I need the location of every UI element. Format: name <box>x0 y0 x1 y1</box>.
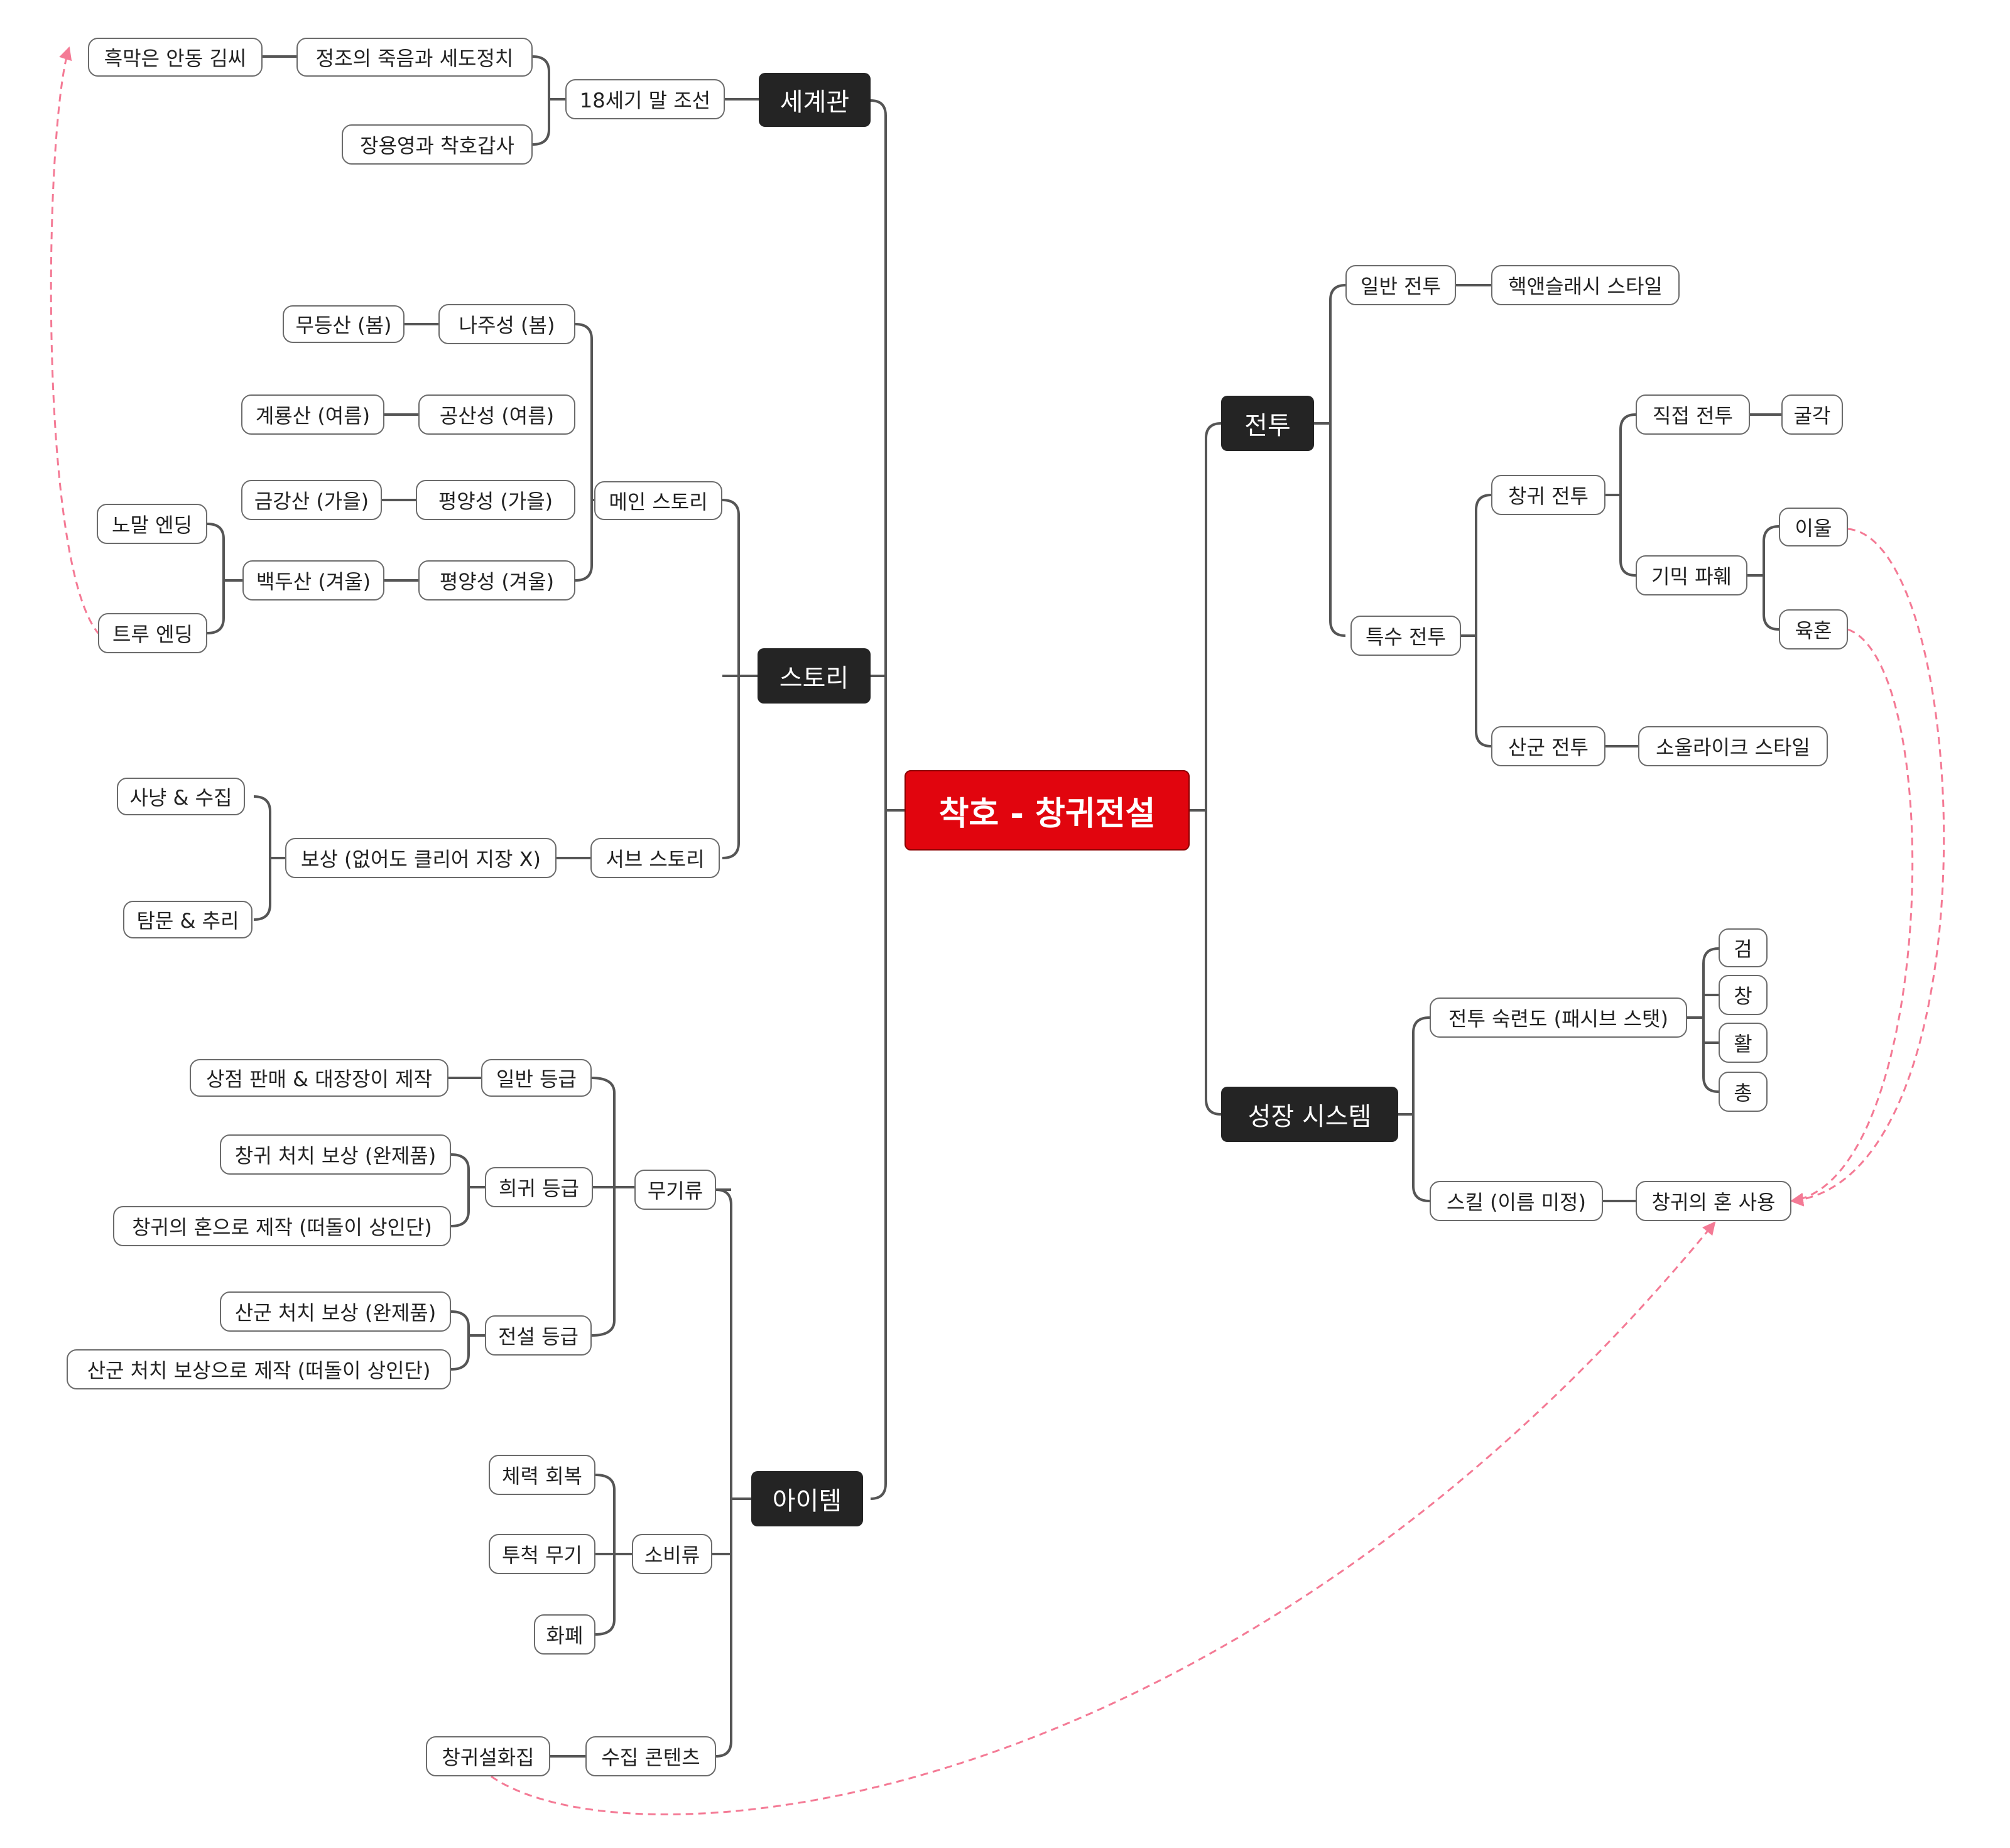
node-sangun-combat[interactable]: 산군 전투 <box>1491 726 1605 766</box>
node-currency[interactable]: 화폐 <box>534 1614 595 1655</box>
node-main-story[interactable]: 메인 스토리 <box>594 481 722 520</box>
node-sub-story[interactable]: 서브 스토리 <box>590 838 720 878</box>
topic-items[interactable]: 아이템 <box>751 1471 863 1526</box>
node-legend-book[interactable]: 창귀설화집 <box>426 1736 550 1776</box>
node-normal-source[interactable]: 상점 판매 & 대장장이 제작 <box>190 1059 448 1097</box>
node-reward[interactable]: 보상 (없어도 클리어 지장 X) <box>285 838 557 878</box>
node-consumables[interactable]: 소비류 <box>632 1534 712 1574</box>
node-winter-mountain[interactable]: 백두산 (겨울) <box>242 560 384 601</box>
node-politics[interactable]: 정조의 죽음과 세도정치 <box>296 38 533 77</box>
node-gulgak[interactable]: 굴각 <box>1781 394 1843 435</box>
node-autumn-mountain[interactable]: 금강산 (가을) <box>241 480 382 520</box>
node-mastermind[interactable]: 흑막은 안동 김씨 <box>88 38 263 77</box>
node-changgwi-combat[interactable]: 창귀 전투 <box>1491 475 1605 515</box>
topic-story[interactable]: 스토리 <box>758 648 871 704</box>
node-yukhon[interactable]: 육혼 <box>1779 609 1848 650</box>
node-iul[interactable]: 이울 <box>1779 508 1848 546</box>
node-legend-source-2[interactable]: 산군 처치 보상으로 제작 (떠돌이 상인단) <box>67 1349 451 1389</box>
node-hero-unit[interactable]: 장용영과 착호갑사 <box>342 124 533 165</box>
topic-worldview[interactable]: 세계관 <box>759 73 871 127</box>
node-gimmick[interactable]: 기믹 파훼 <box>1636 555 1747 595</box>
node-throw-weapon[interactable]: 투척 무기 <box>489 1534 595 1574</box>
node-spring-fort[interactable]: 나주성 (봄) <box>438 304 575 344</box>
root-topic[interactable]: 착호 - 창귀전설 <box>905 770 1190 851</box>
node-bow[interactable]: 활 <box>1719 1023 1768 1063</box>
node-legend-grade[interactable]: 전설 등급 <box>485 1315 592 1356</box>
node-special-combat[interactable]: 특수 전투 <box>1350 616 1461 656</box>
node-normal-ending[interactable]: 노말 엔딩 <box>97 504 207 544</box>
node-rare-grade[interactable]: 희귀 등급 <box>485 1167 593 1207</box>
node-heal[interactable]: 체력 회복 <box>489 1455 595 1495</box>
node-general-combat[interactable]: 일반 전투 <box>1345 265 1456 305</box>
node-direct-combat[interactable]: 직접 전투 <box>1636 394 1750 435</box>
node-spear[interactable]: 창 <box>1719 975 1768 1015</box>
node-soul-usage[interactable]: 창귀의 혼 사용 <box>1636 1181 1791 1221</box>
node-collection[interactable]: 수집 콘텐츠 <box>585 1736 716 1776</box>
node-normal-grade[interactable]: 일반 등급 <box>481 1059 592 1097</box>
topic-combat[interactable]: 전투 <box>1221 396 1314 451</box>
node-era[interactable]: 18세기 말 조선 <box>565 79 725 119</box>
node-combat-mastery[interactable]: 전투 숙련도 (패시브 스탯) <box>1430 997 1687 1038</box>
node-skill[interactable]: 스킬 (이름 미정) <box>1430 1181 1603 1221</box>
node-spring-mountain[interactable]: 무등산 (봄) <box>283 305 405 343</box>
node-soulslike[interactable]: 소울라이크 스타일 <box>1638 726 1828 766</box>
node-winter-fort[interactable]: 평양성 (겨울) <box>418 560 575 601</box>
node-hack-and-slash[interactable]: 핵앤슬래시 스타일 <box>1491 265 1680 305</box>
node-summer-fort[interactable]: 공산성 (여름) <box>418 394 575 435</box>
node-legend-source-1[interactable]: 산군 처치 보상 (완제품) <box>220 1291 451 1332</box>
node-weapons[interactable]: 무기류 <box>634 1170 716 1210</box>
node-gun[interactable]: 총 <box>1719 1072 1768 1112</box>
node-hunting[interactable]: 사냥 & 수집 <box>117 778 245 815</box>
node-sword[interactable]: 검 <box>1719 928 1768 967</box>
topic-growth-system[interactable]: 성장 시스템 <box>1221 1087 1398 1142</box>
node-summer-mountain[interactable]: 계룡산 (여름) <box>241 394 384 435</box>
node-explore[interactable]: 탐문 & 추리 <box>123 901 253 938</box>
node-rare-source-2[interactable]: 창귀의 혼으로 제작 (떠돌이 상인단) <box>113 1206 451 1246</box>
node-rare-source-1[interactable]: 창귀 처치 보상 (완제품) <box>220 1134 451 1175</box>
node-autumn-fort[interactable]: 평양성 (가을) <box>416 480 575 520</box>
node-true-ending[interactable]: 트루 엔딩 <box>98 613 207 653</box>
